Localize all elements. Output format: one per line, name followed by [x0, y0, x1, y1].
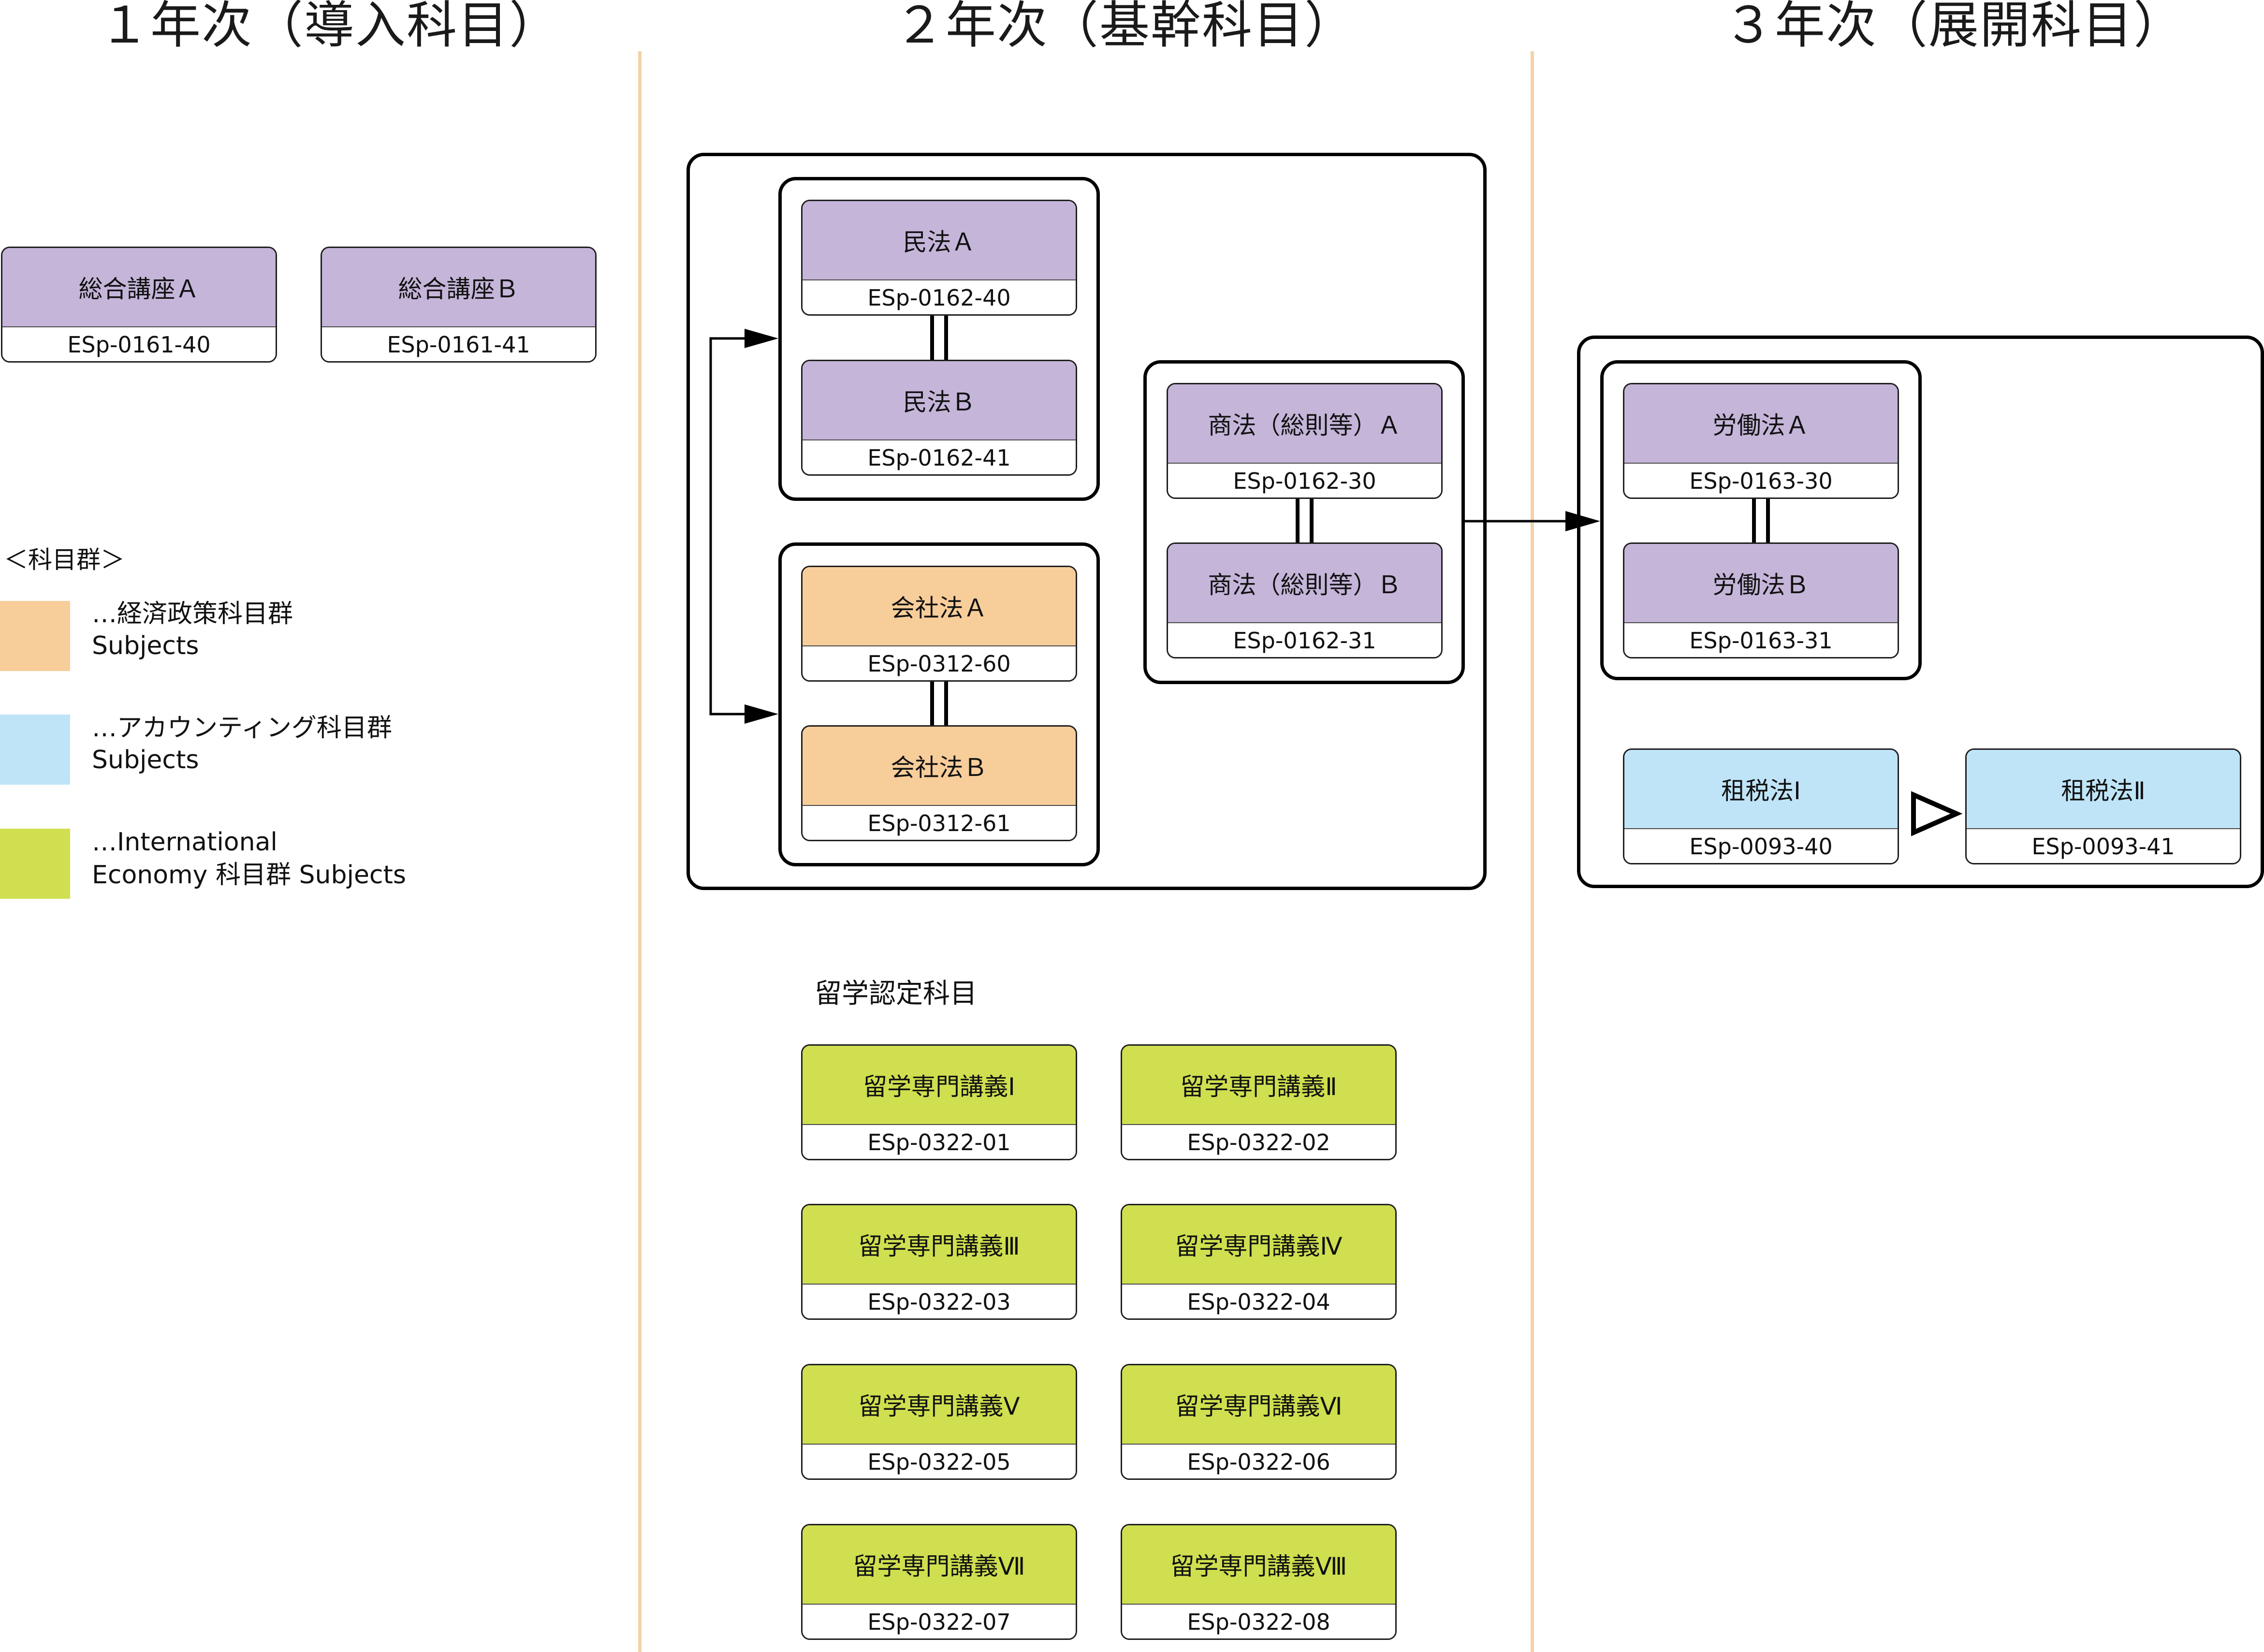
- course-code: ESp-0162-30: [1168, 463, 1441, 497]
- column-divider-1: [638, 51, 642, 1652]
- course-card-minpo-b[interactable]: 民法Ｂ ESp-0162-41: [801, 360, 1077, 476]
- course-card-sozei-1[interactable]: 租税法Ⅰ ESp-0093-40: [1623, 748, 1899, 864]
- rodo-group: [1600, 360, 1922, 680]
- heading-year3: ３年次（展開科目）: [1724, 0, 2185, 55]
- course-card-abroad-2[interactable]: 留学専門講義Ⅱ ESp-0322-02: [1121, 1044, 1397, 1160]
- course-code: ESp-0322-08: [1122, 1604, 1395, 1638]
- course-name: 留学専門講義Ⅷ: [1122, 1525, 1395, 1604]
- course-name: 租税法Ⅱ: [1967, 750, 2240, 828]
- course-code: ESp-0322-05: [803, 1444, 1076, 1478]
- course-name: 留学専門講義Ⅲ: [803, 1205, 1076, 1284]
- course-card-abroad-7[interactable]: 留学専門講義Ⅶ ESp-0322-07: [801, 1524, 1077, 1640]
- course-card-rodo-b[interactable]: 労働法Ｂ ESp-0163-31: [1623, 542, 1899, 658]
- course-name: 民法Ｂ: [803, 361, 1076, 439]
- course-card-rodo-a[interactable]: 労働法Ａ ESp-0163-30: [1623, 383, 1899, 499]
- minpo-group: [778, 177, 1100, 501]
- course-card-abroad-5[interactable]: 留学専門講義Ⅴ ESp-0322-05: [801, 1364, 1077, 1480]
- course-name: 総合講座Ｂ: [322, 248, 595, 326]
- arrowhead-to-kaisha: [745, 704, 778, 724]
- course-card-kaisha-a[interactable]: 会社法Ａ ESp-0312-60: [801, 566, 1077, 682]
- course-name: 留学専門講義Ⅴ: [803, 1365, 1076, 1444]
- kaisha-group: [778, 542, 1100, 866]
- course-card-shoho-a[interactable]: 商法（総則等）Ａ ESp-0162-30: [1167, 383, 1443, 499]
- course-card-sogo-a[interactable]: 総合講座Ａ ESp-0161-40: [1, 247, 277, 363]
- course-name: 留学専門講義Ⅵ: [1122, 1365, 1395, 1444]
- arrowhead-to-minpo: [745, 329, 778, 348]
- course-name: 会社法Ａ: [803, 567, 1076, 645]
- legend-title: ＜科目群＞: [4, 546, 125, 574]
- course-name: 総合講座Ａ: [2, 248, 276, 326]
- study-abroad-label: 留学認定科目: [815, 978, 977, 1009]
- column-divider-2: [1531, 51, 1534, 1652]
- course-code: ESp-0162-40: [803, 279, 1076, 314]
- course-code: ESp-0322-07: [803, 1604, 1076, 1638]
- course-card-minpo-a[interactable]: 民法Ａ ESp-0162-40: [801, 200, 1077, 316]
- course-code: ESp-0322-01: [803, 1124, 1076, 1159]
- course-card-kaisha-b[interactable]: 会社法Ｂ ESp-0312-61: [801, 725, 1077, 841]
- legend-international-line2: Economy 科目群 Subjects: [92, 861, 407, 890]
- legend-economic-line2: Subjects: [92, 631, 199, 660]
- course-card-shoho-b[interactable]: 商法（総則等）Ｂ ESp-0162-31: [1167, 542, 1443, 658]
- course-card-sogo-b[interactable]: 総合講座Ｂ ESp-0161-41: [321, 247, 597, 363]
- pair-link-rodo: [1752, 499, 1770, 542]
- course-card-abroad-4[interactable]: 留学専門講義Ⅳ ESp-0322-04: [1121, 1204, 1397, 1320]
- course-name: 労働法Ｂ: [1624, 544, 1898, 622]
- legend-international-line1: …International: [92, 828, 278, 857]
- course-code: ESp-0093-41: [1967, 828, 2240, 863]
- course-code: ESp-0322-02: [1122, 1124, 1395, 1159]
- course-card-abroad-1[interactable]: 留学専門講義Ⅰ ESp-0322-01: [801, 1044, 1077, 1160]
- course-name: 留学専門講義Ⅳ: [1122, 1205, 1395, 1284]
- course-name: 租税法Ⅰ: [1624, 750, 1898, 828]
- course-name: 留学専門講義Ⅱ: [1122, 1046, 1395, 1124]
- course-name: 商法（総則等）Ｂ: [1168, 544, 1441, 622]
- year3-group: [1577, 336, 2264, 888]
- course-code: ESp-0322-06: [1122, 1444, 1395, 1478]
- course-code: ESp-0322-04: [1122, 1284, 1395, 1318]
- legend-economic-line1: …経済政策科目群: [92, 599, 293, 629]
- heading-year2: ２年次（基幹科目）: [894, 0, 1356, 55]
- course-name: 留学専門講義Ⅰ: [803, 1046, 1076, 1124]
- course-code: ESp-0162-31: [1168, 622, 1441, 657]
- course-code: ESp-0161-40: [2, 326, 276, 361]
- shoho-group: [1143, 360, 1465, 684]
- course-code: ESp-0162-41: [803, 439, 1076, 474]
- course-card-abroad-8[interactable]: 留学専門講義Ⅷ ESp-0322-08: [1121, 1524, 1397, 1640]
- legend-swatch-economic: [0, 601, 70, 671]
- legend-accounting-line2: Subjects: [92, 746, 199, 775]
- bracket-connector: [709, 337, 745, 716]
- pair-link-kaisha: [930, 682, 948, 725]
- course-name: 民法Ａ: [803, 201, 1076, 279]
- course-code: ESp-0163-31: [1624, 622, 1898, 657]
- hollow-arrow-sozei: [1911, 791, 1963, 836]
- course-name: 留学専門講義Ⅶ: [803, 1525, 1076, 1604]
- legend-swatch-accounting: [0, 715, 70, 785]
- heading-year1: １年次（導入科目）: [99, 0, 561, 55]
- course-name: 商法（総則等）Ａ: [1168, 384, 1441, 463]
- course-card-sozei-2[interactable]: 租税法Ⅱ ESp-0093-41: [1965, 748, 2241, 864]
- legend-accounting-line1: …アカウンティング科目群: [92, 714, 392, 743]
- course-code: ESp-0161-41: [322, 326, 595, 361]
- course-card-abroad-3[interactable]: 留学専門講義Ⅲ ESp-0322-03: [801, 1204, 1077, 1320]
- course-code: ESp-0312-61: [803, 805, 1076, 840]
- course-name: 労働法Ａ: [1624, 384, 1898, 463]
- course-code: ESp-0093-40: [1624, 828, 1898, 863]
- pair-link-shoho: [1296, 499, 1314, 542]
- legend-swatch-international: [0, 829, 70, 899]
- course-code: ESp-0312-60: [803, 645, 1076, 680]
- arrowhead-to-rodo: [1565, 511, 1600, 531]
- course-card-abroad-6[interactable]: 留学専門講義Ⅵ ESp-0322-06: [1121, 1364, 1397, 1480]
- course-code: ESp-0322-03: [803, 1284, 1076, 1318]
- pair-link-minpo: [930, 316, 948, 360]
- course-code: ESp-0163-30: [1624, 463, 1898, 497]
- course-name: 会社法Ｂ: [803, 727, 1076, 805]
